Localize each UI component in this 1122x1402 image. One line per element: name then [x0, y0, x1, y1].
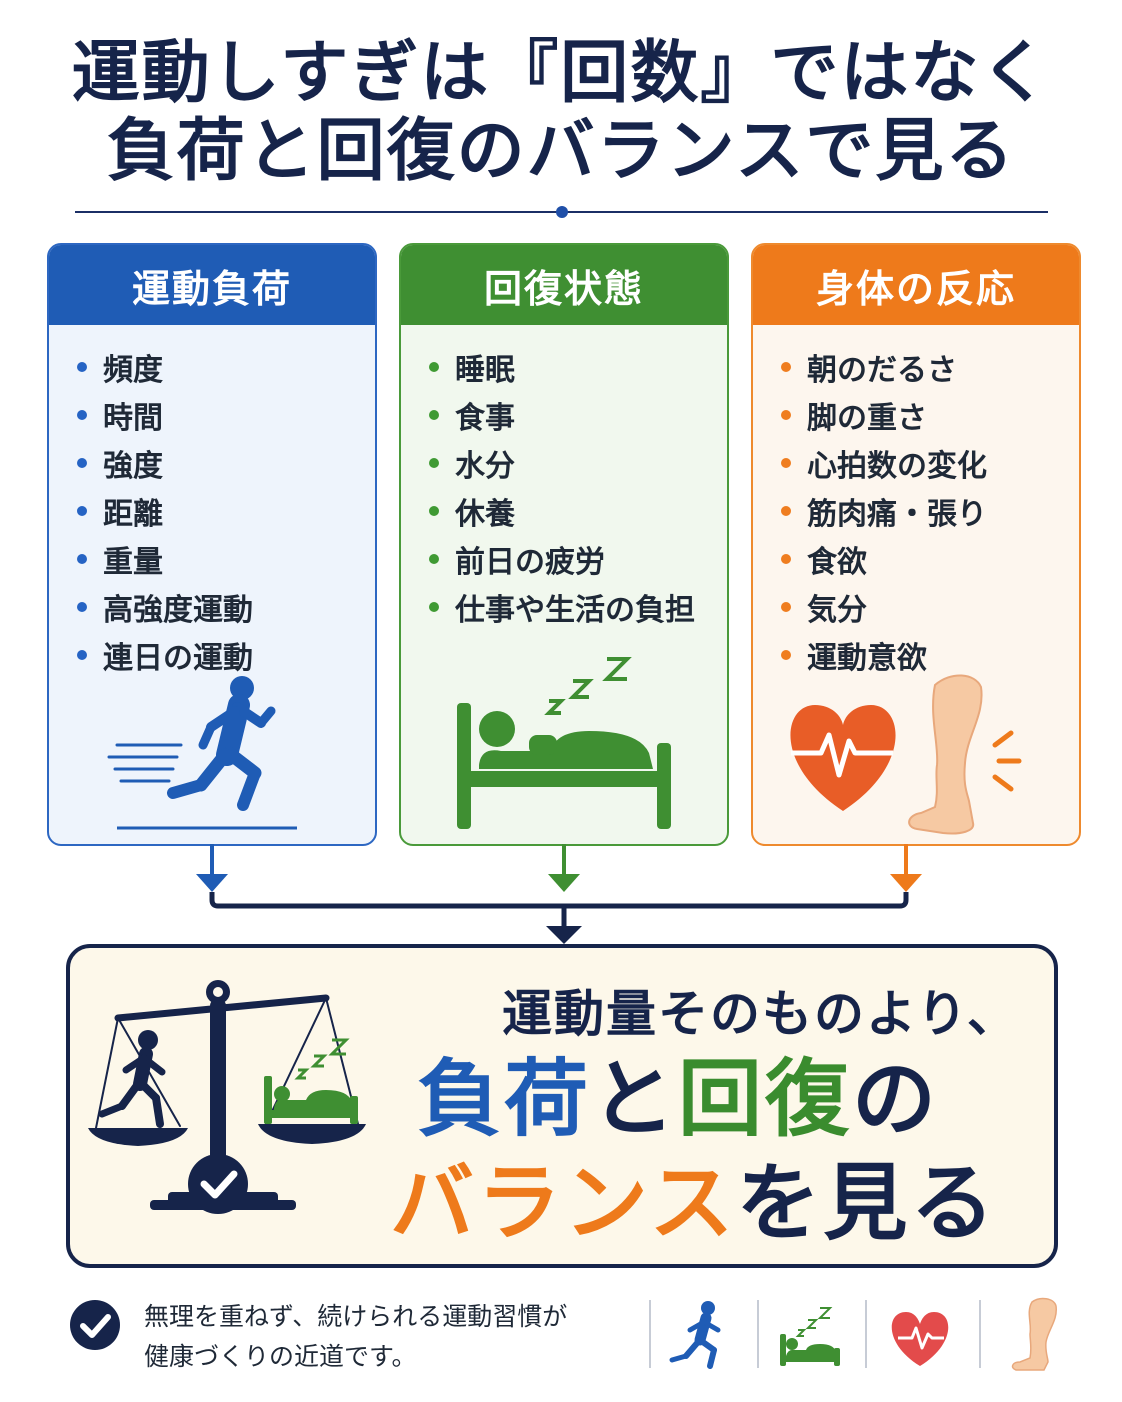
- card-heading: 回復状態: [401, 245, 727, 325]
- page-title-line2: 負荷と回復のバランスで見る: [106, 112, 1016, 191]
- list-item: 距離: [77, 487, 375, 535]
- footer-icon-row: [649, 1297, 1057, 1371]
- sleeping-z-icon: [795, 1307, 833, 1337]
- list-item: 睡眠: [429, 343, 727, 391]
- card-item-list: 朝のだるさ 脚の重さ 心拍数の変化 筋肉痛・張り 食欲 気分 運動意欲: [753, 325, 1079, 679]
- balance-highlight: バランス: [390, 1154, 737, 1252]
- list-item: 水分: [429, 439, 727, 487]
- conclusion-line2: 負荷と回復の: [417, 1050, 940, 1148]
- list-item: 連日の運動: [77, 631, 375, 679]
- footer-line2: 健康づくりの近道です。: [144, 1342, 417, 1371]
- bullet-dot: [429, 410, 439, 420]
- bullet-dot: [77, 554, 87, 564]
- list-item: 朝のだるさ: [781, 343, 1079, 391]
- bullet-dot: [781, 458, 791, 468]
- list-item: 時間: [77, 391, 375, 439]
- card-heading: 身体の反応: [753, 245, 1079, 325]
- bullet-dot: [429, 458, 439, 468]
- card-recovery-state: 回復状態 睡眠 食事 水分 休養 前日の疲労 仕事や生活の負担: [399, 243, 729, 846]
- bullet-dot: [77, 362, 87, 372]
- conclusion-line1: 運動量そのものより、: [502, 985, 1019, 1043]
- list-item: 高強度運動: [77, 583, 375, 631]
- list-item: 重量: [77, 535, 375, 583]
- bullet-dot: [429, 602, 439, 612]
- list-item: 休養: [429, 487, 727, 535]
- card-item-list: 頻度 時間 強度 距離 重量 高強度運動 連日の運動: [49, 325, 375, 679]
- heart-and-leg-icon: [790, 674, 1022, 835]
- sleeping-bed-icon: [457, 657, 671, 829]
- runner-icon: [669, 1301, 721, 1369]
- conclusion-line3: バランスを見る: [390, 1154, 998, 1252]
- check-circle-icon: [70, 1300, 120, 1350]
- runner-icon: [107, 676, 297, 830]
- list-item: 食欲: [781, 535, 1079, 583]
- list-item: 仕事や生活の負担: [429, 583, 727, 631]
- bullet-dot: [429, 554, 439, 564]
- bullet-dot: [77, 602, 87, 612]
- bullet-dot: [781, 650, 791, 660]
- bullet-dot: [429, 362, 439, 372]
- card-exercise-load: 運動負荷 頻度 時間 強度 距離 重量 高強度運動 連日の運動: [47, 243, 377, 846]
- list-item: 頻度: [77, 343, 375, 391]
- bullet-dot: [429, 506, 439, 516]
- sleeping-bed-icon: [780, 1334, 840, 1366]
- bullet-dot: [77, 650, 87, 660]
- recovery-highlight: 回復: [678, 1050, 853, 1148]
- bullet-dot: [77, 410, 87, 420]
- leg-icon: [1011, 1297, 1057, 1371]
- card-body-response: 身体の反応 朝のだるさ 脚の重さ 心拍数の変化 筋肉痛・張り 食欲 気分 運動意…: [751, 243, 1081, 846]
- bullet-dot: [781, 362, 791, 372]
- list-item: 心拍数の変化: [781, 439, 1079, 487]
- bullet-dot: [77, 506, 87, 516]
- list-item: 気分: [781, 583, 1079, 631]
- bullet-dot: [77, 458, 87, 468]
- bullet-dot: [781, 410, 791, 420]
- bullet-dot: [781, 554, 791, 564]
- footer-line1: 無理を重ねず、続けられる運動習慣が: [144, 1302, 568, 1331]
- conclusion-box: 運動量そのものより、 負荷と回復の バランスを見る: [66, 944, 1058, 1268]
- divider-dot: [556, 206, 568, 218]
- list-item: 運動意欲: [781, 631, 1079, 679]
- list-item: 強度: [77, 439, 375, 487]
- load-highlight: 負荷: [417, 1050, 592, 1148]
- card-heading: 運動負荷: [49, 245, 375, 325]
- flow-connector-arrows: [196, 844, 922, 944]
- list-item: 筋肉痛・張り: [781, 487, 1079, 535]
- list-item: 前日の疲労: [429, 535, 727, 583]
- list-item: 食事: [429, 391, 727, 439]
- list-item: 脚の重さ: [781, 391, 1079, 439]
- bullet-dot: [781, 602, 791, 612]
- balance-scale-icon: [88, 980, 366, 1214]
- heart-pulse-icon: [891, 1312, 949, 1366]
- bullet-dot: [781, 506, 791, 516]
- page-title-line1: 運動しすぎは『回数』ではなく: [71, 34, 1051, 113]
- footer-message: 無理を重ねず、続けられる運動習慣が 健康づくりの近道です。: [144, 1297, 567, 1377]
- card-item-list: 睡眠 食事 水分 休養 前日の疲労 仕事や生活の負担: [401, 325, 727, 631]
